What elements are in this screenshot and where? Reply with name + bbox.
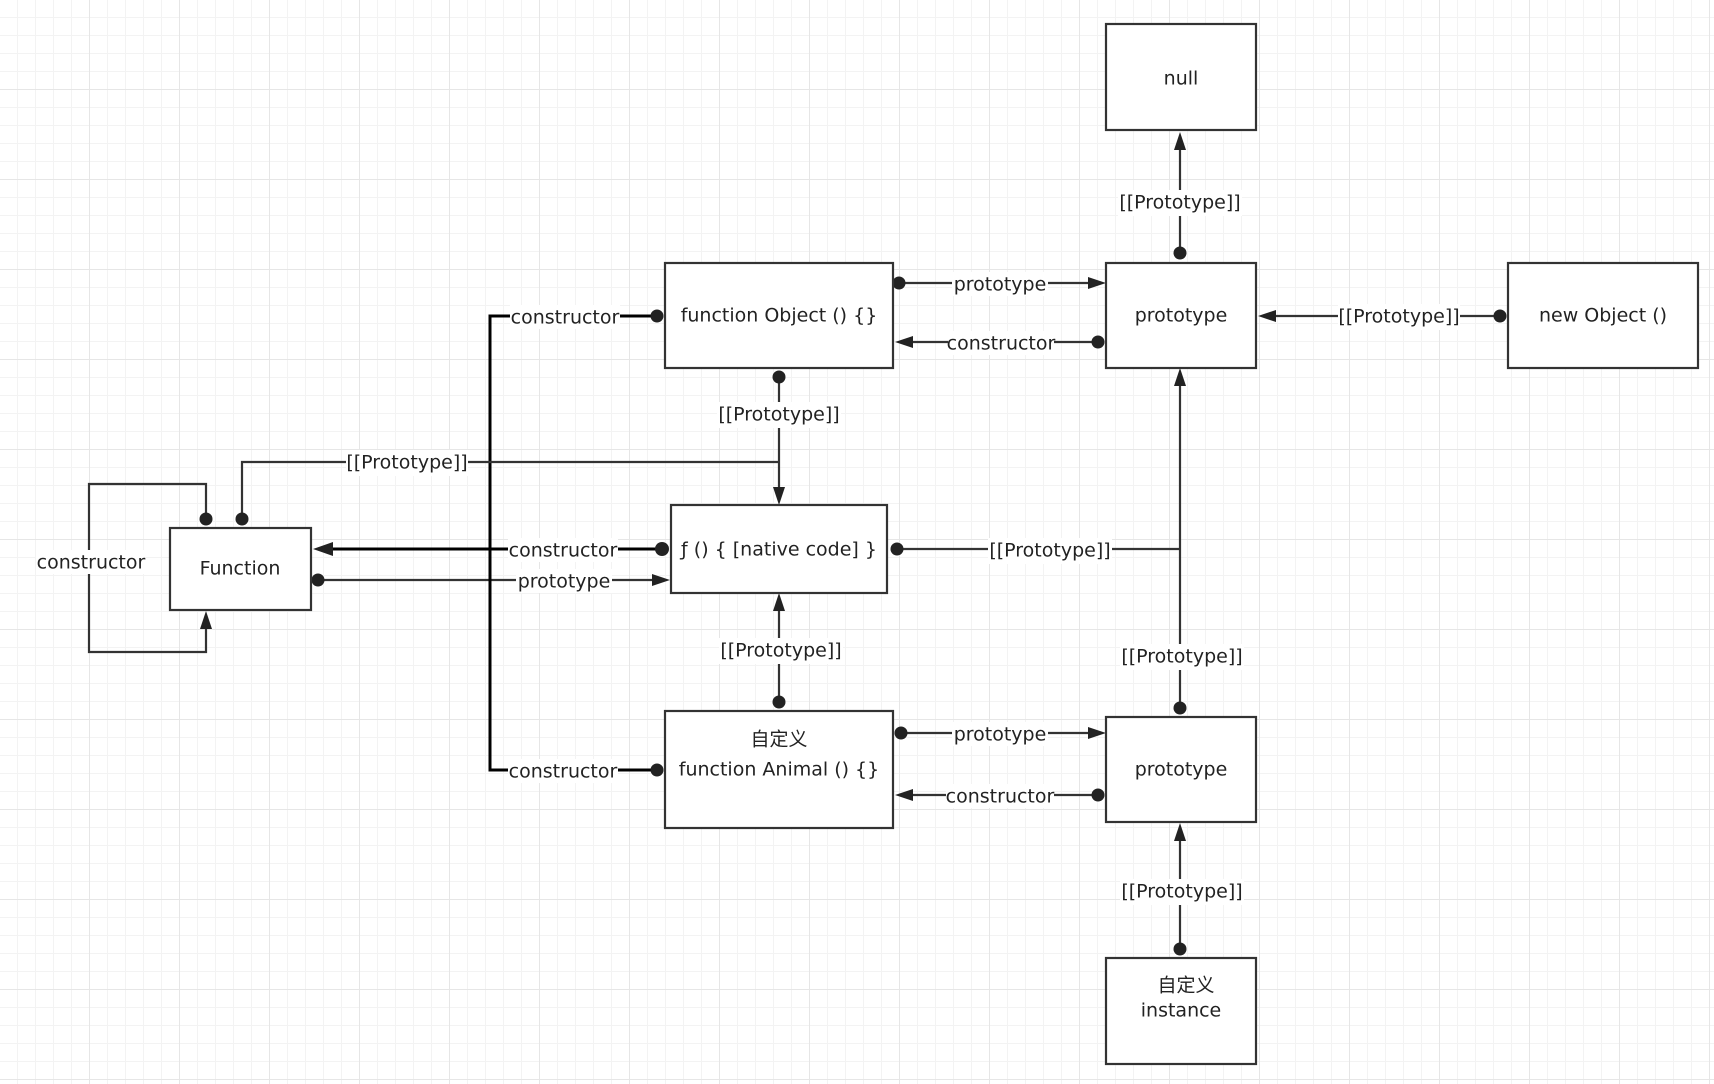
node-label: Function (200, 558, 281, 580)
edge-function-proto-native: [[Prototype]] (235, 450, 779, 526)
node-label-line1: 自定义 (1157, 975, 1214, 997)
edge-label: prototype (518, 571, 611, 593)
node-new-object[interactable]: new Object () (1506, 261, 1700, 370)
edge-label: constructor (37, 552, 146, 574)
node-animal-prototype[interactable]: prototype (1104, 715, 1258, 824)
edge-function-prototype: prototype (311, 569, 670, 593)
edge-function-self-constructor: constructor (36, 482, 213, 654)
edge-label: [[Prototype]] (1119, 192, 1240, 214)
edge-label: constructor (511, 307, 620, 329)
node-label: ƒ () { [native code] } (679, 539, 877, 561)
node-function-object[interactable]: function Object () {} (663, 261, 895, 370)
edge-label: constructor (509, 540, 618, 562)
edge-label: constructor (509, 761, 618, 783)
node-label: null (1164, 68, 1199, 90)
edge-objfn-proto-native: [[Prototype]] (717, 370, 841, 505)
edge-animalproto-objproto: [[Prototype]] (1120, 368, 1244, 715)
edge-label: [[Prototype]] (718, 404, 839, 426)
edge-label: [[Prototype]] (346, 452, 467, 474)
node-function[interactable]: Function (168, 526, 313, 612)
node-object-prototype[interactable]: prototype (1104, 261, 1258, 370)
node-label-line2: function Animal () {} (679, 759, 879, 781)
edge-animal-proto-native: [[Prototype]] (719, 593, 843, 709)
node-null[interactable]: null (1104, 22, 1258, 132)
edge-label: prototype (954, 274, 1047, 296)
node-label: function Object () {} (681, 305, 878, 327)
edge-native-proto-objproto: [[Prototype]] (890, 538, 1180, 564)
node-label-line1: 自定义 (750, 729, 807, 751)
edge-animal-prototype: prototype (894, 722, 1106, 746)
edge-label: [[Prototype]] (1121, 646, 1242, 668)
edge-objproto-to-null: [[Prototype]] (1118, 132, 1242, 260)
edge-native-constructor: constructor (313, 538, 669, 562)
node-function-animal[interactable]: 自定义 function Animal () {} (663, 709, 895, 830)
node-native-code[interactable]: ƒ () { [native code] } (669, 503, 889, 595)
node-label-line2: instance (1141, 1000, 1222, 1022)
edge-label: [[Prototype]] (1121, 881, 1242, 903)
edge-animal-constructor: constructor (488, 548, 664, 783)
node-label: new Object () (1539, 305, 1667, 327)
edge-objproto-constructor: constructor (895, 331, 1105, 355)
node-instance[interactable]: 自定义 instance (1104, 956, 1258, 1066)
edge-animalproto-constructor: constructor (895, 784, 1105, 808)
edge-objfn-constructor: constructor (488, 305, 664, 548)
edge-newobj-proto: [[Prototype]] (1258, 304, 1507, 330)
node-label: prototype (1135, 759, 1228, 781)
edge-label: constructor (946, 786, 1055, 808)
edge-label: [[Prototype]] (720, 640, 841, 662)
edge-label: [[Prototype]] (989, 540, 1110, 562)
edge-objfn-prototype: prototype (892, 272, 1106, 296)
edge-label: prototype (954, 724, 1047, 746)
edge-label: constructor (947, 333, 1056, 355)
edge-instance-proto: [[Prototype]] (1120, 823, 1244, 956)
node-label: prototype (1135, 305, 1228, 327)
edge-label: [[Prototype]] (1338, 306, 1459, 328)
